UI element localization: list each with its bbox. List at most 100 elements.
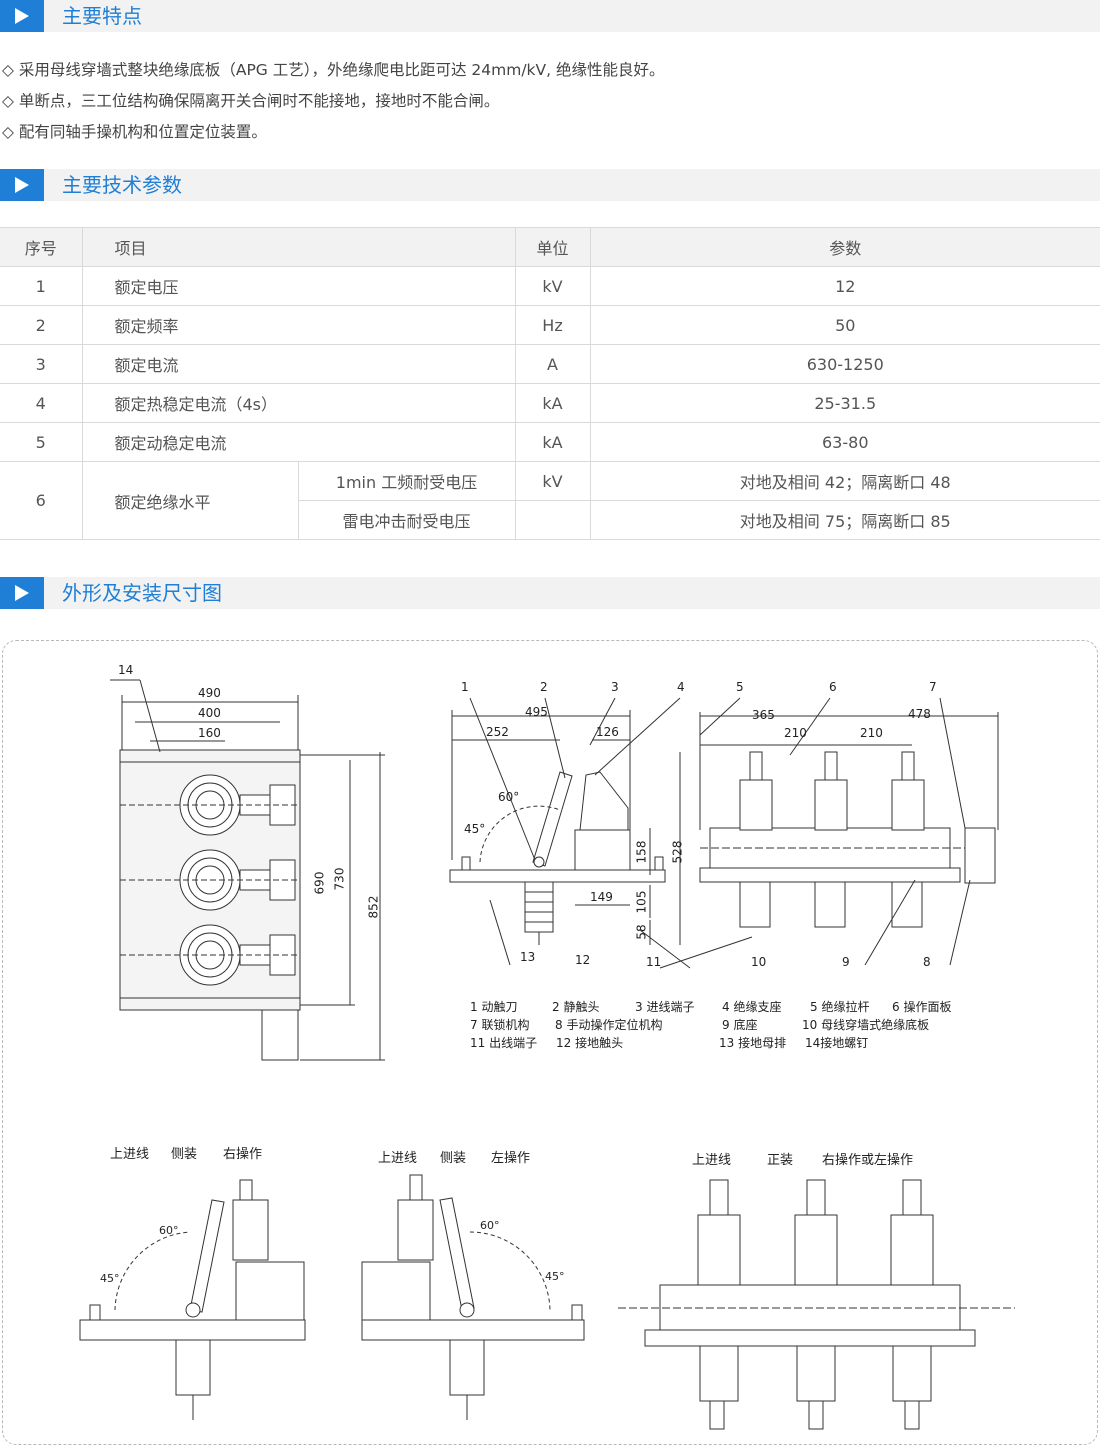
callout-2: 2 bbox=[540, 680, 548, 694]
caption: 上进线 bbox=[110, 1147, 150, 1162]
cell-item: 额定电压 bbox=[81, 266, 516, 306]
play-icon bbox=[15, 8, 29, 24]
section-header-features: 主要特点 bbox=[0, 0, 1100, 32]
legend-item: 11 出线端子 bbox=[470, 1036, 538, 1050]
dim-210: 210 bbox=[784, 726, 807, 740]
caption: 上进线 bbox=[378, 1151, 418, 1166]
header-cell: 参数 bbox=[589, 227, 1100, 267]
callout-12: 12 bbox=[575, 953, 591, 967]
caption: 左操作 bbox=[491, 1151, 531, 1166]
table-row: 1 额定电压 kV 12 bbox=[0, 266, 1100, 306]
caption: 正装 bbox=[767, 1153, 794, 1168]
callout-9: 9 bbox=[842, 955, 850, 969]
legend-item: 12 接地触头 bbox=[556, 1036, 624, 1050]
section-header-drawing: 外形及安装尺寸图 bbox=[0, 577, 1100, 609]
legend-item: 4 绝缘支座 bbox=[722, 1000, 782, 1014]
callout-1: 1 bbox=[461, 680, 469, 694]
callout-7: 7 bbox=[929, 680, 937, 694]
dim-58: 58 bbox=[634, 924, 649, 940]
table-row: 2 额定频率 Hz 50 bbox=[0, 305, 1100, 345]
angle-60: 60° bbox=[159, 1224, 179, 1237]
feature-item: ◇ 配有同轴手操机构和位置定位装置。 bbox=[2, 123, 267, 141]
cell-no: 1 bbox=[0, 266, 83, 306]
dim-210: 210 bbox=[860, 726, 883, 740]
legend-item: 5 绝缘拉杆 bbox=[810, 1000, 870, 1014]
callout-5: 5 bbox=[736, 680, 744, 694]
cell-value: 12 bbox=[589, 266, 1100, 306]
table-row: 5 额定动稳定电流 kA 63-80 bbox=[0, 422, 1100, 462]
legend-item: 6 操作面板 bbox=[892, 1000, 952, 1014]
drawing-panel bbox=[2, 640, 1098, 1445]
section-title: 外形及安装尺寸图 bbox=[62, 581, 222, 605]
dim-730: 730 bbox=[332, 867, 347, 891]
legend-item: 14接地螺钉 bbox=[805, 1036, 869, 1050]
angle-45: 45° bbox=[545, 1270, 565, 1283]
cell-item: 额定绝缘水平 bbox=[81, 461, 299, 540]
callout-3: 3 bbox=[611, 680, 619, 694]
callout-6: 6 bbox=[829, 680, 837, 694]
dim-365: 365 bbox=[752, 708, 775, 722]
caption: 右操作 bbox=[223, 1147, 263, 1162]
dim-478: 478 bbox=[908, 707, 931, 721]
cell-no: 5 bbox=[0, 422, 83, 462]
label-14: 14 bbox=[118, 663, 134, 677]
caption: 上进线 bbox=[692, 1153, 732, 1168]
legend-item: 8 手动操作定位机构 bbox=[555, 1018, 663, 1032]
dim-252: 252 bbox=[486, 725, 509, 739]
legend-item: 13 接地母排 bbox=[719, 1036, 787, 1050]
cell-unit: kA bbox=[514, 422, 591, 462]
angle-45: 45° bbox=[464, 822, 486, 836]
dim-690: 690 bbox=[312, 871, 327, 895]
table-row: 3 额定电流 A 630-1250 bbox=[0, 344, 1100, 384]
legend-item: 2 静触头 bbox=[552, 1000, 600, 1014]
cell-subitem: 1min 工频耐受电压 bbox=[297, 461, 516, 501]
dim-490: 490 bbox=[198, 686, 221, 700]
legend-item: 9 底座 bbox=[722, 1018, 758, 1032]
section-title: 主要技术参数 bbox=[62, 173, 182, 197]
install-view-right-op bbox=[79, 1319, 306, 1341]
caption: 侧装 bbox=[171, 1147, 198, 1162]
section-header-params: 主要技术参数 bbox=[0, 169, 1100, 201]
dim-528: 528 bbox=[670, 840, 685, 864]
dim-105: 105 bbox=[634, 890, 649, 914]
cell-subitem: 雷电冲击耐受电压 bbox=[298, 500, 516, 540]
angle-60: 60° bbox=[480, 1219, 500, 1232]
callout-11: 11 bbox=[646, 955, 662, 969]
caption: 右操作或左操作 bbox=[822, 1153, 914, 1168]
cell-unit bbox=[514, 500, 591, 540]
legend-item: 7 联锁机构 bbox=[470, 1018, 530, 1032]
callout-8: 8 bbox=[923, 955, 931, 969]
side-view-base bbox=[449, 869, 666, 883]
section-title: 主要特点 bbox=[62, 4, 142, 28]
callout-13: 13 bbox=[520, 950, 536, 964]
play-icon bbox=[15, 585, 29, 601]
header-cell: 单位 bbox=[514, 227, 591, 267]
cell-value: 对地及相间 42；隔离断口 48 bbox=[589, 461, 1100, 501]
cell-item: 额定动稳定电流 bbox=[81, 422, 516, 462]
caption: 侧装 bbox=[440, 1151, 467, 1166]
dim-126: 126 bbox=[596, 725, 619, 739]
legend-item: 1 动触刀 bbox=[470, 1000, 518, 1014]
legend-item: 3 进线端子 bbox=[635, 1000, 695, 1014]
angle-60: 60° bbox=[498, 790, 520, 804]
spec-table: 序号 项目 单位 参数 1 额定电压 kV 12 2 额定频率 Hz 50 3 … bbox=[0, 227, 1100, 540]
dim-160: 160 bbox=[198, 726, 221, 740]
dim-852: 852 bbox=[366, 895, 381, 919]
table-row: 6 额定绝缘水平 1min 工频耐受电压 kV 对地及相间 42；隔离断口 48 bbox=[0, 461, 1100, 540]
dim-158: 158 bbox=[634, 840, 649, 864]
feature-item: ◇ 单断点，三工位结构确保隔离开关合闸时不能接地，接地时不能合闸。 bbox=[2, 92, 500, 110]
cell-unit: kA bbox=[514, 383, 591, 423]
cell-unit: A bbox=[514, 344, 591, 384]
play-icon bbox=[15, 177, 29, 193]
section-tab bbox=[0, 0, 44, 32]
feature-item: ◇ 采用母线穿墙式整块绝缘底板（APG 工艺），外绝缘爬电比距可达 24mm/k… bbox=[2, 61, 665, 79]
dim-149: 149 bbox=[590, 890, 613, 904]
callout-10: 10 bbox=[751, 955, 767, 969]
angle-45: 45° bbox=[100, 1272, 120, 1285]
dim-495: 495 bbox=[525, 705, 548, 719]
cell-no: 4 bbox=[0, 383, 83, 423]
callout-4: 4 bbox=[677, 680, 685, 694]
install-view-left-op bbox=[361, 1319, 585, 1341]
table-row: 雷电冲击耐受电压 对地及相间 75；隔离断口 85 bbox=[0, 500, 1100, 540]
